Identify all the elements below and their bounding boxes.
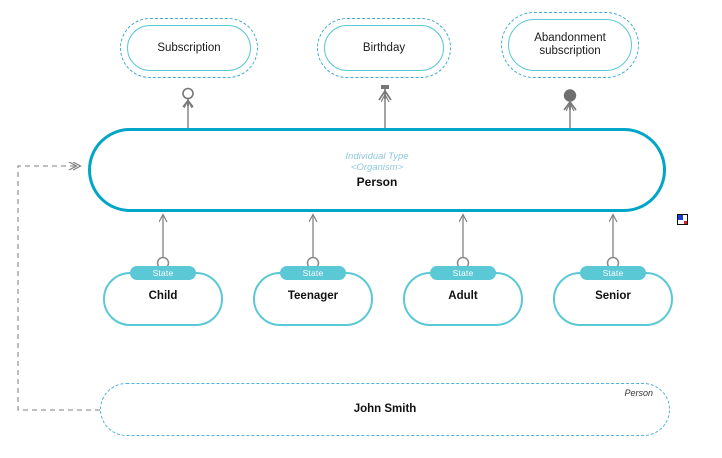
person-meta-organism: <Organism> xyxy=(350,162,404,173)
state-label: Adult xyxy=(448,290,478,302)
state-label: Teenager xyxy=(287,290,339,302)
event-node-abandonment-subscription[interactable]: Abandonment subscription xyxy=(501,12,639,78)
connector-person-subscription xyxy=(182,87,194,128)
state-node-senior[interactable]: State Senior xyxy=(553,266,673,326)
event-label: Birthday xyxy=(362,41,406,54)
state-node-teenager[interactable]: State Teenager xyxy=(253,266,373,326)
connector-person-senior xyxy=(606,215,620,270)
connector-person-abandonment xyxy=(563,89,577,128)
event-node-birthday[interactable]: Birthday xyxy=(317,18,451,78)
event-node-subscription[interactable]: Subscription xyxy=(120,18,258,78)
state-badge: State xyxy=(430,266,496,280)
individual-name: John Smith xyxy=(353,403,417,415)
connector-person-child xyxy=(156,215,170,270)
state-badge: State xyxy=(580,266,646,280)
connector-person-teenager xyxy=(306,215,320,270)
event-label: Abandonment subscription xyxy=(526,32,614,58)
event-outer-border xyxy=(317,18,451,78)
person-type-node[interactable]: Individual Type <Organism> Person xyxy=(88,128,666,212)
state-badge: State xyxy=(280,266,346,280)
event-label-line1: Abandonment xyxy=(534,32,606,44)
state-label: Child xyxy=(148,290,178,302)
individual-node-john-smith[interactable]: Person John Smith xyxy=(100,383,670,436)
state-badge: State xyxy=(130,266,196,280)
state-node-adult[interactable]: State Adult xyxy=(403,266,523,326)
marker-blue-square xyxy=(678,215,683,220)
connector-person-birthday xyxy=(378,85,392,128)
event-inner-border: Birthday xyxy=(324,25,444,71)
event-inner-border: Abandonment subscription xyxy=(508,19,632,71)
event-label-line2: subscription xyxy=(539,45,601,57)
connector-individual-person xyxy=(17,166,100,411)
state-label: Senior xyxy=(595,290,631,302)
event-outer-border xyxy=(501,12,639,78)
state-node-child[interactable]: State Child xyxy=(103,266,223,326)
marker-red-square xyxy=(684,221,687,224)
connector-person-adult xyxy=(456,215,470,270)
event-outer-border xyxy=(120,18,258,78)
individual-type-label: Person xyxy=(624,388,653,398)
event-inner-border: Subscription xyxy=(127,25,251,71)
event-label: Subscription xyxy=(157,41,221,54)
color-marker-icon[interactable] xyxy=(677,214,688,225)
person-meta-individual-type: Individual Type xyxy=(345,151,409,162)
person-name: Person xyxy=(356,175,398,189)
